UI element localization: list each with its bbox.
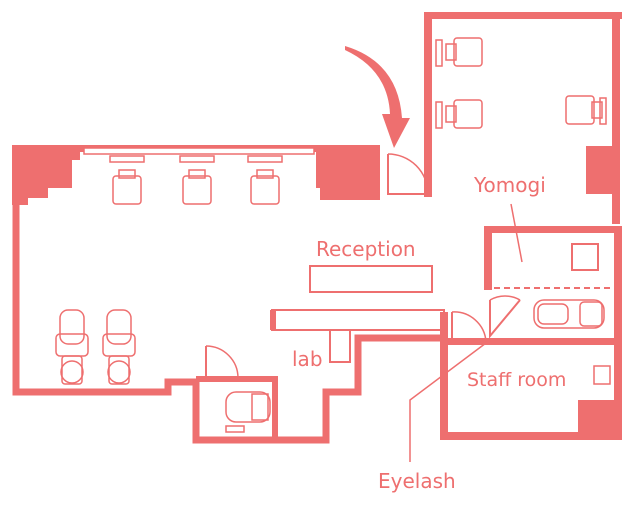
- eyelash-left-wall: [484, 226, 492, 290]
- yomogi-left-wall: [424, 12, 432, 197]
- door-icon: [489, 295, 521, 339]
- yomogi-top-wall: [424, 12, 622, 19]
- door-icon: [387, 153, 429, 195]
- door-icon: [451, 311, 487, 343]
- staff-bottom-wall: [440, 432, 622, 440]
- restroom-right-wall: [272, 376, 278, 438]
- lab-label: lab: [292, 347, 323, 371]
- corner-block-entrance: [316, 145, 380, 200]
- lab-cabinet: [329, 329, 351, 363]
- chair-icon: [565, 95, 607, 125]
- walls: [12, 12, 622, 444]
- sink-icon: [571, 243, 599, 271]
- eyelash-pointer: [409, 339, 491, 462]
- lab-counter: [271, 309, 445, 331]
- right-outer-wall: [614, 226, 622, 440]
- chair-icon: [247, 155, 283, 205]
- reception-label: Reception: [316, 237, 416, 261]
- reception-counter: [309, 265, 433, 293]
- staff-top-wall: [448, 338, 618, 345]
- yomogi-pointer: [510, 203, 523, 263]
- staff-left-wall: [440, 312, 448, 440]
- chair-icon: [109, 155, 145, 205]
- window: [83, 147, 315, 155]
- chair-icon: [435, 99, 483, 129]
- corner-block-top-left: [12, 145, 80, 205]
- massage-bed-icon: [533, 299, 605, 329]
- toilet-icon: [225, 391, 271, 433]
- yomogi-corner-block: [586, 146, 620, 194]
- locker-icon: [593, 365, 611, 385]
- staff-room-label: Staff room: [467, 369, 566, 391]
- counter-post: [440, 312, 448, 332]
- door-icon: [205, 345, 239, 379]
- eyelash-label: Eyelash: [378, 469, 456, 493]
- left-wing-outer-wall: [12, 146, 444, 444]
- staff-corner-block: [578, 400, 622, 440]
- yomogi-label: Yomogi: [473, 173, 546, 197]
- shampoo-chair-icon: [102, 309, 136, 385]
- chair-icon: [435, 37, 483, 67]
- entrance-arrow-icon: [345, 46, 410, 148]
- yomogi-right-wall: [612, 12, 620, 224]
- shampoo-chair-icon: [55, 309, 89, 385]
- counter-end: [270, 310, 276, 330]
- eyelash-top-wall: [484, 226, 622, 233]
- chair-icon: [179, 155, 215, 205]
